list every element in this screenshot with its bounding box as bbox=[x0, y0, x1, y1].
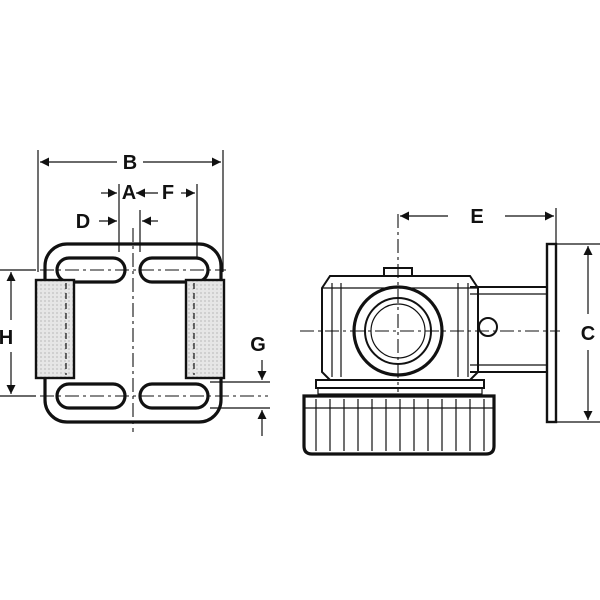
label-c: C bbox=[581, 323, 595, 345]
front-view bbox=[34, 228, 268, 432]
knob-ribs bbox=[305, 399, 493, 451]
dimension-h: H bbox=[0, 269, 36, 397]
regulator-body bbox=[321, 275, 479, 381]
label-h: H bbox=[0, 327, 13, 349]
adjustment-knob bbox=[302, 394, 496, 456]
pad-right bbox=[184, 278, 226, 380]
label-d: D bbox=[76, 211, 90, 233]
mounting-plate bbox=[545, 242, 558, 424]
label-a: A bbox=[122, 182, 136, 204]
label-f: F bbox=[162, 182, 174, 204]
dimension-f: F bbox=[162, 182, 198, 258]
dimension-d: D bbox=[76, 210, 158, 252]
dimension-e: E bbox=[400, 206, 557, 244]
dimension-b: B bbox=[37, 150, 224, 272]
screw-hole bbox=[478, 317, 498, 337]
dimension-g: G bbox=[210, 334, 270, 436]
side-view bbox=[300, 214, 560, 456]
dimension-c: C bbox=[556, 243, 600, 423]
pad-left bbox=[34, 278, 76, 380]
label-e: E bbox=[470, 206, 483, 228]
label-g: G bbox=[250, 334, 266, 356]
dimension-a: A bbox=[101, 182, 158, 252]
label-b: B bbox=[123, 152, 137, 174]
